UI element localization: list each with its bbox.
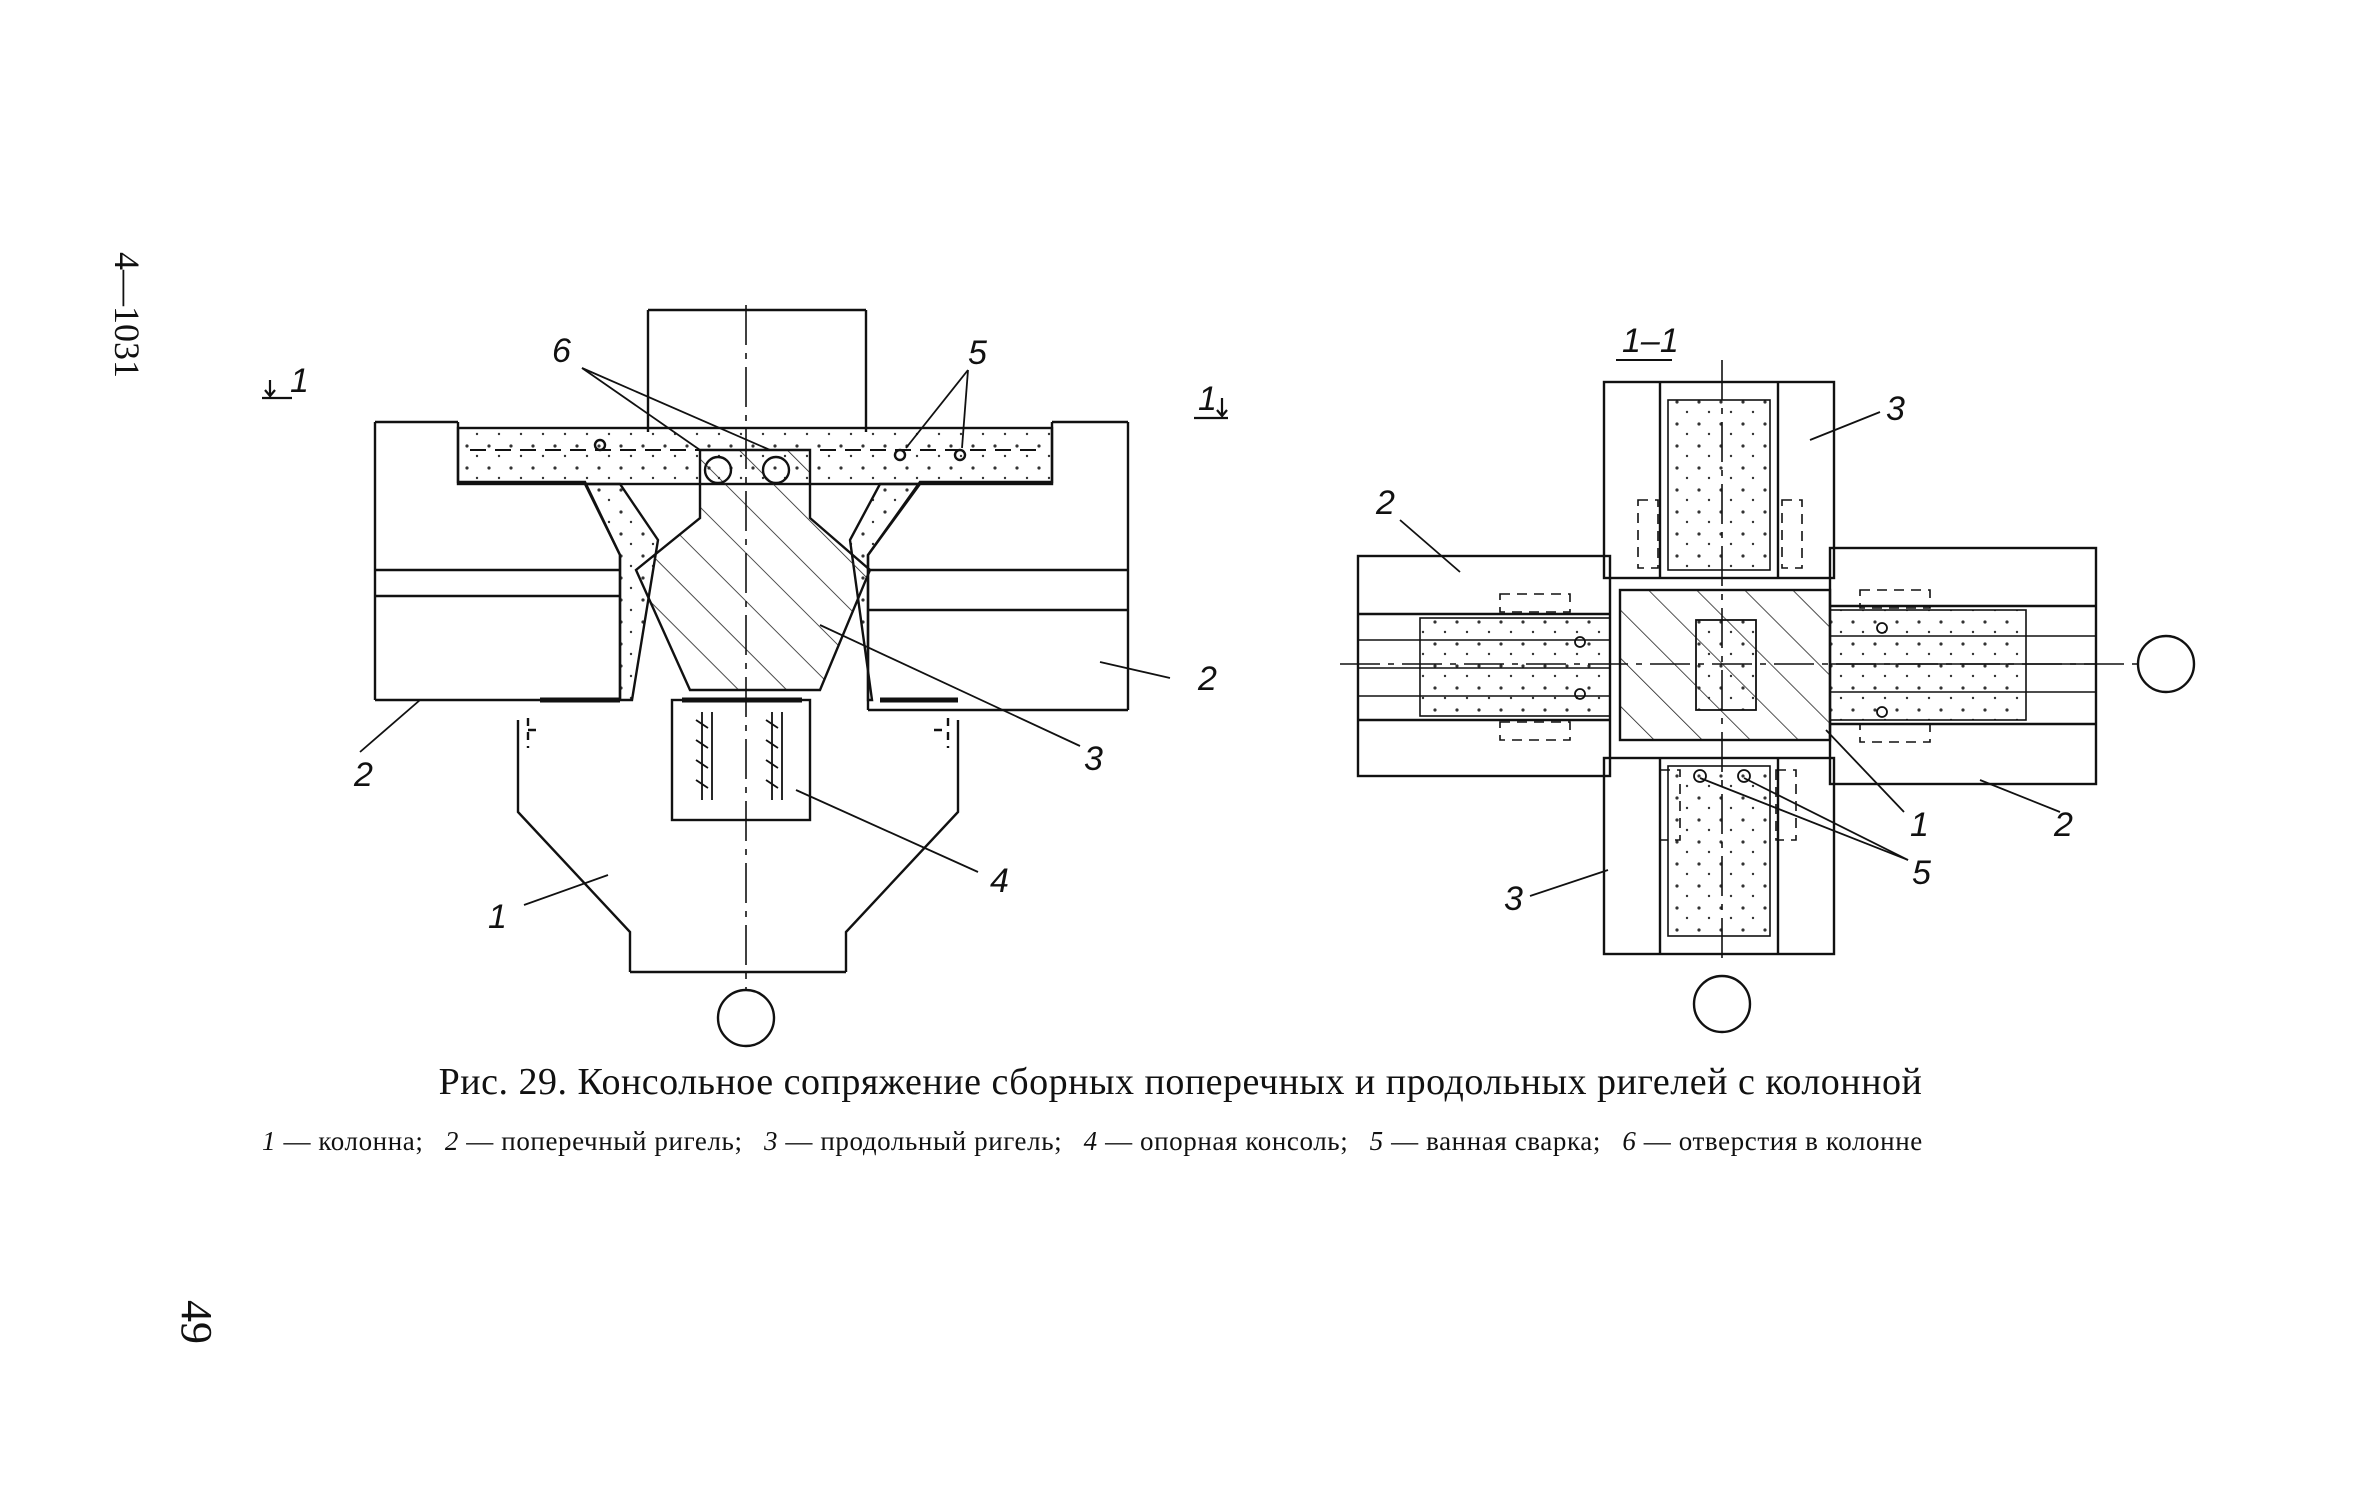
bottom-girder — [1602, 756, 1836, 956]
section-title: 1–1 — [1622, 322, 1679, 360]
legend-item: 6 — отверстия в колонне — [1622, 1126, 1923, 1156]
callout-2-right: 2 — [1197, 660, 1217, 698]
legend-item: 3 — продольный ригель; — [763, 1126, 1063, 1156]
column-hole-left — [703, 455, 733, 485]
figure-caption: Рис. 29. Консольное сопряжение сборных п… — [438, 1061, 1923, 1103]
weld-points — [1574, 622, 1888, 783]
callout-3-plan-top: 3 — [1886, 390, 1905, 428]
callout-1-plan: 1 — [1910, 806, 1929, 844]
callout-4: 4 — [990, 862, 1009, 900]
axis-bubble-bottom — [1692, 974, 1752, 1034]
callout-6: 6 — [552, 332, 571, 370]
column-lower — [516, 720, 960, 974]
callout-1: 1 — [488, 898, 507, 936]
left-elevation-view — [262, 305, 1228, 1048]
leader-lines-left — [359, 367, 1171, 906]
callout-3-plan-bottom: 3 — [1504, 880, 1523, 918]
axis-bubble-right — [2136, 634, 2196, 694]
callout-5-plan: 5 — [1912, 854, 1931, 892]
legend-item: 2 — поперечный ригель; — [444, 1126, 743, 1156]
monolith-left — [583, 482, 660, 702]
support-console-hatched — [634, 448, 872, 692]
section-mark-right: 1 — [1198, 380, 1217, 418]
callout-3: 3 — [1084, 740, 1103, 778]
callout-5: 5 — [968, 334, 987, 372]
right-plan-view — [1340, 359, 2196, 1034]
anchor-bars — [695, 712, 783, 800]
axis-bubble-left — [716, 988, 776, 1048]
section-mark-left: 1 — [290, 362, 309, 400]
column-upper — [646, 308, 868, 432]
column-hole-right — [761, 455, 791, 485]
callout-2-plan-right: 2 — [2053, 806, 2073, 844]
callout-2-plan-left: 2 — [1375, 484, 1395, 522]
legend-item: 1 — колонна; — [262, 1126, 424, 1156]
support-console-block — [670, 698, 812, 822]
legend-item: 5 — ванная сварка; — [1369, 1126, 1601, 1156]
legend-item: 4 — опорная консоль; — [1083, 1126, 1349, 1156]
callout-2-left: 2 — [353, 756, 373, 794]
leader-lines-right — [1399, 411, 2061, 897]
section-cut-marks — [262, 380, 1228, 420]
monolith-right — [848, 482, 923, 702]
top-girder — [1602, 380, 1836, 580]
figure-legend: 1 — колонна; 2 — поперечный ригель; 3 — … — [262, 1126, 1923, 1157]
